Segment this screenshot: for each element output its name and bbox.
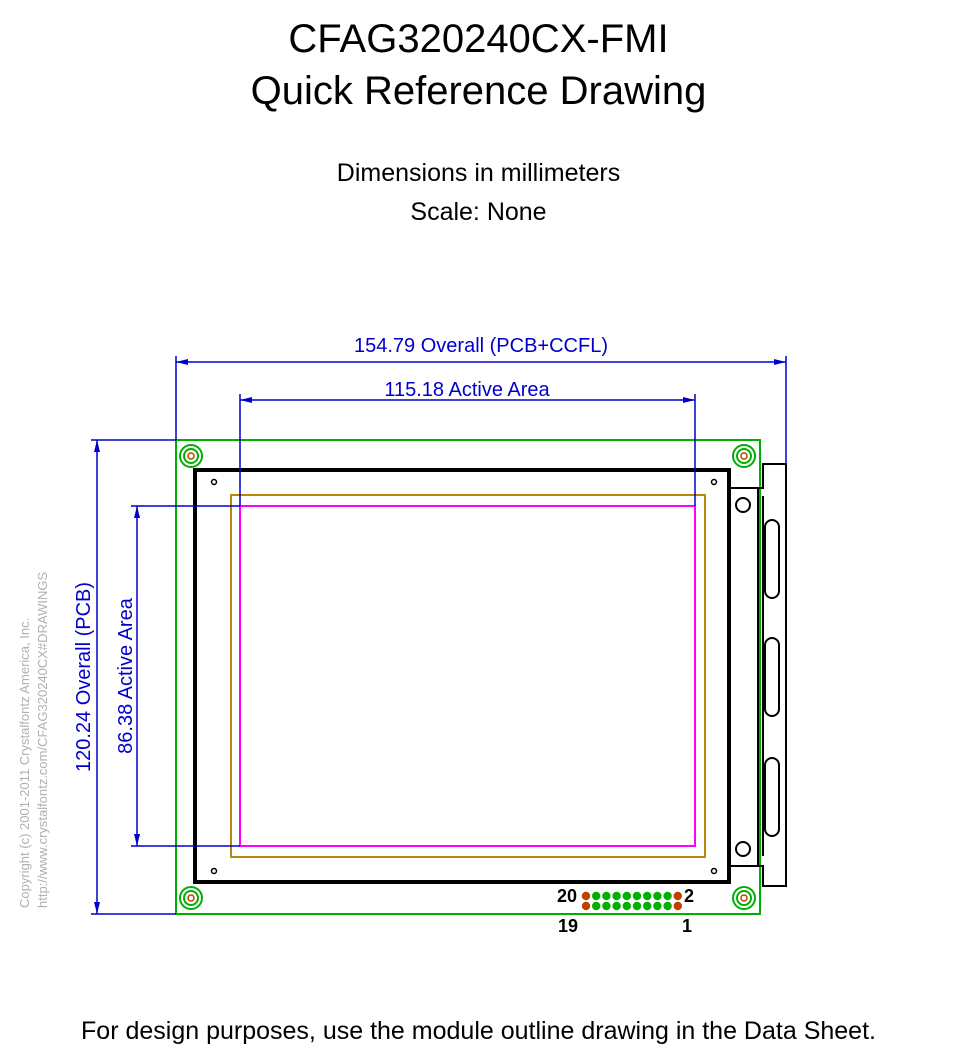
mount-hole (732, 886, 756, 910)
pin-label-19: 19 (558, 916, 578, 936)
drawing-subtitle: Quick Reference Drawing (250, 69, 707, 113)
connector-pad (602, 901, 611, 911)
ccfl-bracket (729, 463, 787, 887)
connector-pad (663, 901, 672, 911)
pin-label-1: 1 (682, 916, 692, 936)
scale-note: Scale: None (410, 198, 547, 226)
connector-pad (622, 891, 631, 901)
connector-pad (622, 901, 631, 911)
connector-pad (612, 891, 621, 901)
connector-pad (592, 901, 601, 911)
mount-hole (179, 444, 203, 468)
connector-pad (581, 891, 591, 901)
connector-pad (632, 901, 642, 911)
active-height-dimension (131, 505, 240, 847)
drawing-title: CFAG320240CX-FMI (288, 17, 669, 61)
overall-height-label: 120.24 Overall (PCB) (73, 582, 95, 772)
connector-pad (643, 891, 652, 901)
connector-pad (673, 891, 682, 901)
mount-hole (732, 444, 756, 468)
viewing-area (230, 494, 706, 858)
connector-pads (581, 891, 682, 911)
active-width-label: 115.18 Active Area (384, 379, 550, 401)
connector-pad (653, 891, 662, 901)
lcd-outline (193, 468, 731, 884)
design-note: For design purposes, use the module outl… (81, 1017, 876, 1045)
overall-height-dimension (91, 439, 176, 915)
pcb-outline (175, 439, 761, 915)
mount-hole (179, 886, 203, 910)
connector-pad (602, 891, 611, 901)
pin-label-20: 20 (557, 886, 577, 906)
connector-pad (581, 901, 591, 911)
connector-pad (632, 891, 642, 901)
active-area (239, 505, 696, 847)
pin-label-2: 2 (684, 886, 694, 906)
overall-width-label: 154.79 Overall (PCB+CCFL) (354, 335, 608, 357)
active-width-dimension (239, 394, 696, 506)
overall-width-dimension (175, 356, 787, 464)
connector-pad (673, 901, 682, 911)
connector-pad (612, 901, 621, 911)
connector-pad (653, 901, 662, 911)
active-height-label: 86.38 Active Area (115, 597, 137, 754)
connector-pad (643, 901, 652, 911)
connector-pad (663, 891, 672, 901)
units-note: Dimensions in millimeters (336, 159, 621, 187)
connector-pad (592, 891, 601, 901)
